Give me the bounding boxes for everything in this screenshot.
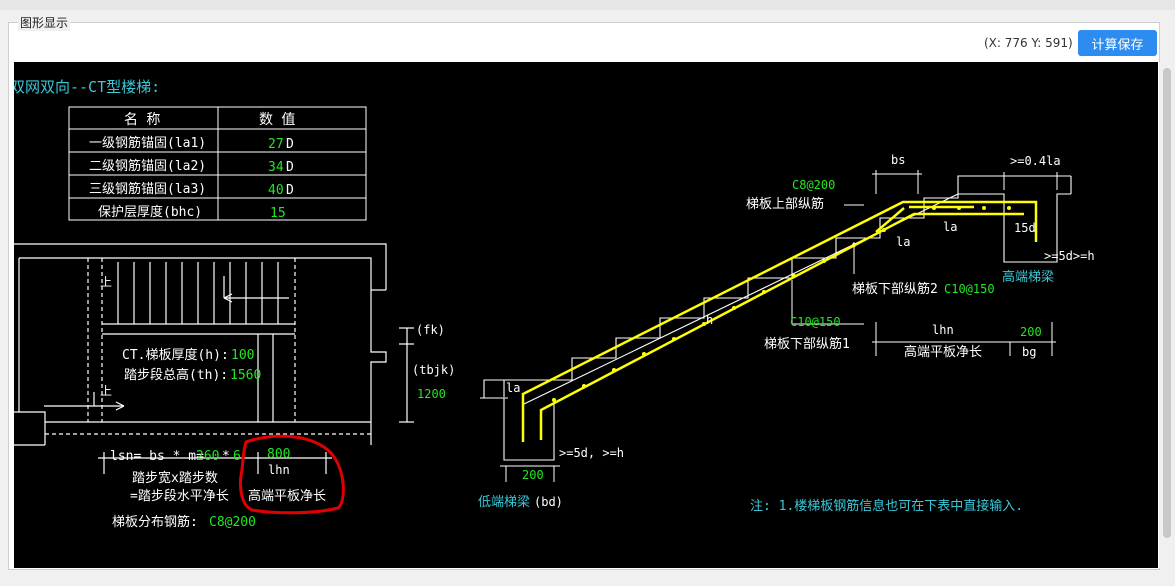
section-bd-label: (bd) [534, 495, 563, 509]
drawing-heading: 双网双向--CT型楼梯: [14, 78, 160, 96]
horizontal-scrollbar[interactable] [14, 570, 1158, 580]
section-lower1-spec[interactable]: C10@150 [790, 315, 841, 329]
plan-lhn-value[interactable]: 800 [267, 447, 290, 462]
panel-title: 图形显示 [18, 14, 71, 31]
table-row-unit: D [286, 137, 294, 152]
table-row-name: 保护层厚度(bhc) [98, 204, 202, 220]
plan-dist-label: 梯板分布钢筋: [112, 514, 198, 530]
section-top-rebar-spec[interactable]: C8@200 [792, 178, 835, 192]
section-la04-label: >=0.4la [1010, 154, 1061, 168]
drawing-note: 注: 1.楼梯板钢筋信息也可在下表中直接输入. [750, 498, 1023, 514]
cad-drawing: 双网双向--CT型楼梯: 名 称 数 值 一级钢筋锚固(la1) 27 D 二级… [14, 78, 1095, 530]
drawing-canvas[interactable]: 双网双向--CT型楼梯: 名 称 数 值 一级钢筋锚固(la1) 27 D 二级… [14, 62, 1158, 568]
table-header-name: 名 称 [124, 112, 160, 128]
section-high-beam-label: 高端梯梁 [1002, 269, 1054, 285]
table-row-name: 一级钢筋锚固(la1) [89, 135, 206, 151]
section-lhn-label: lhn [932, 323, 954, 337]
section-dimensions [500, 170, 1061, 482]
plan-bs-value[interactable]: 260 [196, 449, 219, 464]
anchor-table [68, 106, 367, 221]
stair-plan [14, 243, 414, 474]
plan-height-label: 踏步段总高(th): [124, 367, 228, 383]
plan-step-desc1: 踏步宽x踏步数 [132, 470, 218, 486]
section-lower1-label: 梯板下部纵筋1 [764, 336, 850, 352]
table-row-unit: D [286, 183, 294, 198]
section-low-5d-label: >=5d, >=h [559, 446, 624, 460]
red-annotation-circle [238, 434, 345, 515]
rebar-dots [552, 206, 1011, 402]
table-row-value[interactable]: 15 [270, 206, 286, 221]
section-lower2-spec[interactable]: C10@150 [944, 282, 995, 296]
calc-save-button[interactable]: 计算保存 [1078, 30, 1157, 56]
plan-times: * [222, 449, 230, 464]
table-row-name: 二级钢筋锚固(la2) [89, 158, 206, 174]
table-row-unit: D [286, 160, 294, 175]
section-5dh-label: >=5d>=h [1044, 249, 1095, 263]
plan-tbjk-value[interactable]: 1200 [417, 387, 446, 401]
plan-up-mark-lower: 上 [100, 384, 112, 398]
plan-up-mark: 上 [100, 275, 112, 289]
section-bg-label: bg [1022, 345, 1036, 359]
table-row-value[interactable]: 27 [268, 137, 284, 152]
section-h-label: h [706, 313, 713, 327]
table-header-value: 数 值 [259, 112, 295, 128]
table-row-name: 三级钢筋锚固(la3) [89, 181, 206, 197]
section-high-plate-label: 高端平板净长 [904, 344, 982, 360]
section-top-rebar-label: 梯板上部纵筋 [746, 196, 824, 212]
section-la-low: la [506, 381, 520, 395]
stair-section [480, 175, 1072, 461]
section-la-a: la [896, 235, 910, 249]
rebar-lines [521, 200, 1038, 442]
plan-height-value[interactable]: 1560 [230, 368, 261, 383]
plan-fk-label: (fk) [416, 323, 445, 337]
section-bg-value[interactable]: 200 [1020, 325, 1042, 339]
window-top-strip [0, 0, 1175, 10]
plan-dist-value[interactable]: C8@200 [209, 515, 256, 530]
section-bs-label: bs [891, 153, 905, 167]
table-row-value[interactable]: 34 [268, 160, 284, 175]
section-la-b: la [943, 220, 957, 234]
plan-high-plate-label: 高端平板净长 [248, 488, 326, 504]
section-bd-value[interactable]: 200 [522, 468, 544, 482]
plan-step-desc2: =踏步段水平净长 [130, 489, 229, 504]
plan-lsn-label: lsn= bs * m= [110, 449, 204, 464]
section-lower2-label: 梯板下部纵筋2 [852, 281, 938, 297]
section-15d-label: 15d [1014, 221, 1036, 235]
section-low-beam-label: 低端梯梁 [478, 495, 530, 510]
plan-thickness-value[interactable]: 100 [231, 348, 254, 363]
plan-m-value[interactable]: 6 [233, 449, 241, 464]
plan-tbjk-label: (tbjk) [412, 363, 455, 377]
table-row-value[interactable]: 40 [268, 183, 284, 198]
vertical-scroll-thumb[interactable] [1163, 68, 1171, 538]
cursor-coordinates: (X: 776 Y: 591) [984, 36, 1073, 50]
plan-lhn-label: lhn [268, 463, 290, 477]
plan-thickness-label: CT.梯板厚度(h): [122, 347, 229, 363]
